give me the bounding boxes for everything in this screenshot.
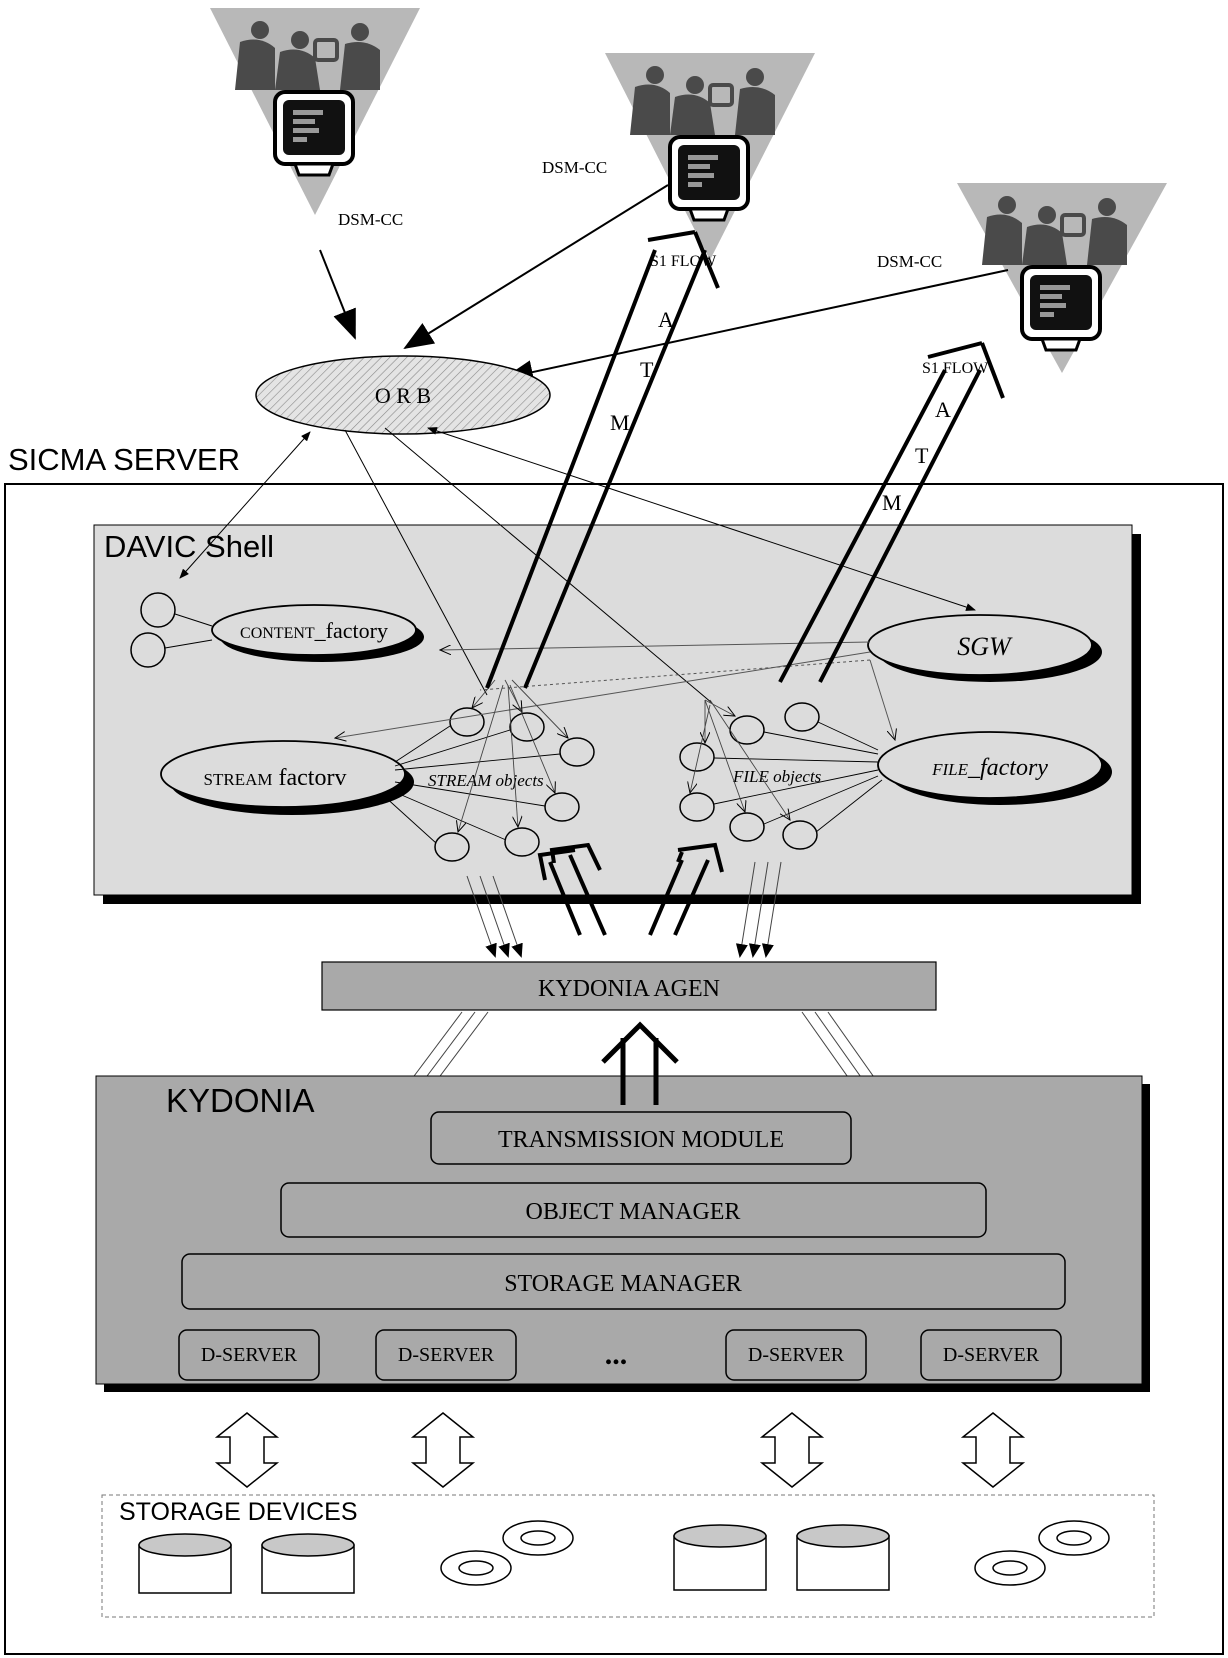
d-server-4-label: D-SERVER [943,1344,1040,1366]
d-server-1-label: D-SERVER [201,1344,298,1366]
storage-devices-title: STORAGE DEVICES [119,1498,358,1526]
d-server-3: D-SERVER [725,1329,867,1381]
disk-drive-icon [261,1533,355,1594]
stream-objects-label: STREAM objects [428,771,544,790]
storage-devices: STORAGE DEVICES [101,1494,1155,1618]
atm-link-1 [485,230,720,689]
atm-label-1-a: A [658,307,674,332]
storage-io-arrows [214,1412,1026,1488]
kydonia-agent-box: KYDONIA AGEN [321,961,937,1011]
atm-label-1-t: T [640,357,654,382]
dsmcc-label-2: DSM-CC [542,158,607,177]
atm-label-2-m: M [882,490,902,515]
stream-factory: STREAM factorv [160,740,414,815]
atm-label-2-a: A [935,397,951,422]
object-manager-label: OBJECT MANAGER [526,1199,741,1225]
atm-link-2 [778,341,1005,683]
orb-node: O R B [255,355,551,435]
d-server-2: D-SERVER [375,1329,517,1381]
dsmcc-label-3: DSM-CC [877,252,942,271]
content-port-2 [130,632,166,668]
file-objects-label: FILE objects [732,767,822,786]
content-factory-prefix: CONTENT [240,625,315,642]
file-factory-suffix: _factory [967,755,1048,781]
content-factory: CONTENT_factory [130,592,424,668]
client-terminal-2 [605,53,815,260]
optical-disc-icon [440,1520,574,1586]
monitor-icon [1020,265,1102,352]
bidirectional-arrow-icon [759,1412,825,1488]
dsmcc-links [319,184,1009,384]
transmission-module: TRANSMISSION MODULE [430,1111,852,1165]
svg-text:STREAM factorv: STREAM factorv [204,765,347,791]
client-terminal-3 [957,183,1167,373]
stream-object-dispatch-arrows [458,679,568,832]
file-factory: FILE_factory [877,731,1112,805]
orb-control-links [179,427,976,704]
d-server-ellipsis: ... [605,1338,628,1371]
agent-to-stream-double-arrow [537,842,607,936]
bidirectional-arrow-icon [214,1412,280,1488]
transmission-to-agent-arrow [601,1021,679,1105]
d-server-4: D-SERVER [920,1329,1062,1381]
s1-flow-label-1: S1 FLOW [650,253,717,270]
stream-object-links [382,725,561,844]
content-port-1 [140,592,176,628]
kydonia-agent-label: KYDONIA AGEN [538,976,720,1002]
content-factory-suffix: _factory [314,618,388,643]
agent-to-file-double-arrow [648,842,724,936]
d-server-3-label: D-SERVER [748,1344,845,1366]
transmission-module-label: TRANSMISSION MODULE [498,1127,784,1153]
storage-manager-label: STORAGE MANAGER [504,1271,742,1297]
optical-disc-icon [974,1520,1110,1586]
file-to-agent-arrows [735,861,782,958]
file-object-links [713,721,883,833]
d-server-1: D-SERVER [178,1329,320,1381]
disk-drive-icon [138,1533,232,1594]
dsmcc-label-1: DSM-CC [338,210,403,229]
bidirectional-arrow-icon [410,1412,476,1488]
bidirectional-arrow-icon [960,1412,1026,1488]
d-server-2-label: D-SERVER [398,1344,495,1366]
davic-shell-title: DAVIC Shell [104,529,274,564]
kydonia-title: KYDONIA [166,1082,315,1119]
davic-shell: DAVIC Shell [93,524,1141,904]
atm-label-2-t: T [915,443,929,468]
s1-flow-label-2: S1 FLOW [922,360,989,377]
svg-text:FILE_factory: FILE_factory [931,755,1048,781]
svg-text:CONTENT_factory: CONTENT_factory [240,618,388,643]
storage-manager: STORAGE MANAGER [181,1253,1066,1310]
disk-drive-icon [796,1524,890,1591]
sgw-label: SGW [957,632,1013,661]
stream-factory-suffix: factorv [279,765,347,791]
monitor-icon [668,135,750,222]
atm-label-1-m: M [610,410,630,435]
disk-drive-icon [673,1524,767,1591]
client-terminal-1 [210,8,420,215]
file-factory-prefix: FILE [931,760,969,779]
stream-to-agent-arrows [466,875,523,958]
sicma-server-title: SICMA SERVER [8,442,240,477]
stream-objects [434,707,595,862]
monitor-icon [273,90,355,177]
stream-factory-prefix: STREAM [204,770,273,789]
orb-label: O R B [375,383,431,408]
file-objects [679,702,820,850]
file-object-dispatch-arrows [690,699,790,820]
object-manager: OBJECT MANAGER [280,1182,987,1238]
sgw-node: SGW [867,614,1102,682]
